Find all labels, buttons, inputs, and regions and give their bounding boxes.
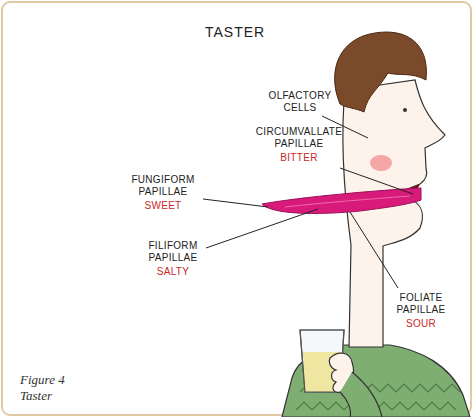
cheek	[370, 155, 392, 171]
part-label: FUNGIFORM PAPILLAE	[125, 174, 201, 198]
sweater	[282, 345, 470, 417]
hair	[335, 32, 427, 112]
leader-line	[206, 209, 318, 248]
taste-label: SALTY	[138, 266, 208, 278]
leader-line	[203, 199, 268, 207]
sleeve	[340, 372, 382, 417]
taste-label: SOUR	[390, 318, 452, 330]
taste-label: SWEET	[125, 200, 201, 212]
part-label: FILIFORM PAPILLAE	[138, 240, 208, 264]
eye	[403, 108, 407, 112]
tongue-groove	[285, 196, 410, 207]
part-label: OLFACTORY CELLS	[265, 90, 335, 114]
taste-label: BITTER	[250, 152, 348, 164]
tongue	[262, 188, 421, 213]
leader-line	[340, 168, 413, 194]
part-label: CIRCUMVALLATE PAPILLAE	[250, 126, 348, 150]
leader-line	[350, 212, 398, 288]
part-label: FOLIATE PAPILLAE	[390, 292, 452, 316]
figure-caption: Figure 4 Taster	[20, 372, 78, 404]
figure-title: TASTER	[205, 24, 265, 40]
